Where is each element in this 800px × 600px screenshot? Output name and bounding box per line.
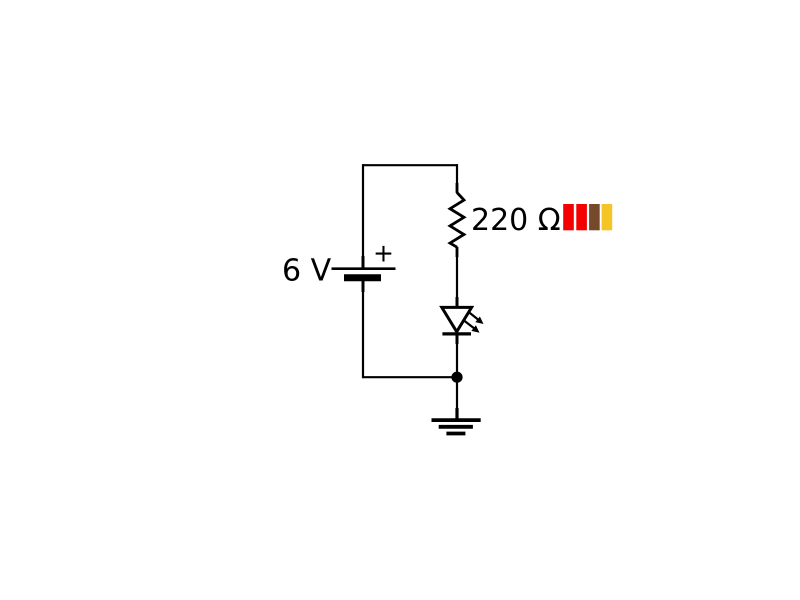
color-band-red-1 [563,204,574,231]
color-band-brown [589,204,600,231]
light-arrow-head-1 [475,316,484,324]
ground-symbol [431,408,481,436]
color-band-red-2 [576,204,587,231]
battery-symbol [331,256,396,292]
led-triangle [439,305,475,335]
resistor-color-code [563,204,613,231]
light-arrow-shaft-2 [463,319,476,330]
light-arrow-shaft-1 [467,310,480,321]
resistor-symbol [447,183,467,257]
led-light-arrows [463,310,484,333]
light-arrow-head-2 [471,325,480,333]
battery-plus-sign: + [373,238,394,267]
battery-voltage-label: 6 V [282,254,332,289]
resistor-zigzag [447,191,467,249]
led-symbol [439,297,484,344]
circuit [331,164,484,436]
color-band-gold [601,204,613,231]
junction-dot [451,371,463,383]
resistor-value-label: 220 Ω [471,203,561,238]
